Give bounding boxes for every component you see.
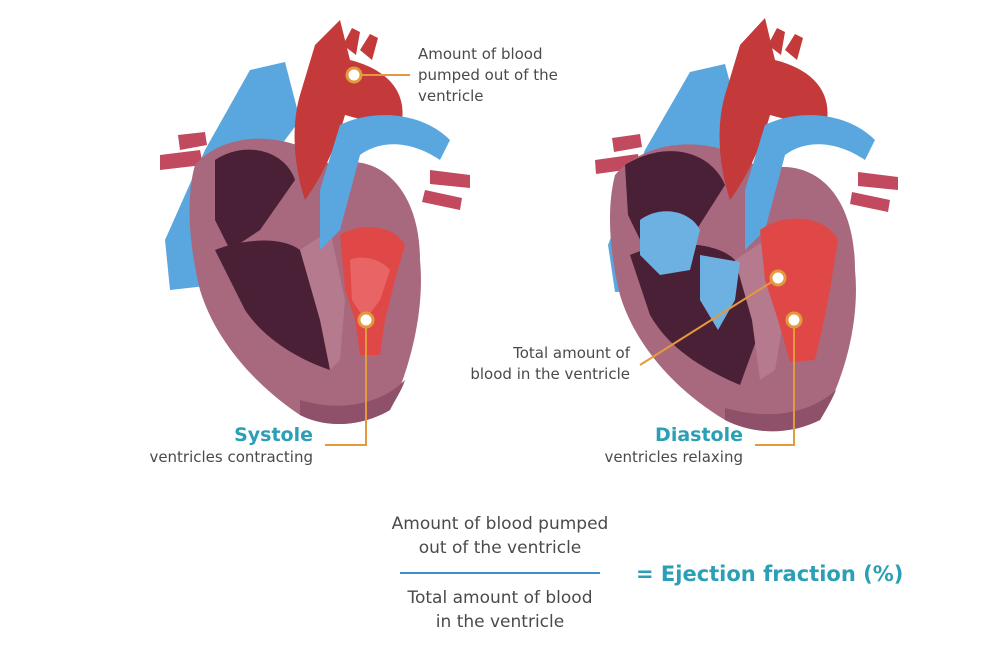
- systole-subtitle: ventricles contracting: [149, 448, 313, 466]
- systole-heart: [160, 20, 470, 425]
- diastole-title: Diastole: [655, 424, 743, 446]
- callout-total-line-2: blood in the ventricle: [470, 365, 630, 383]
- leader-total-amount: [639, 277, 779, 366]
- marker-diastole: [785, 311, 803, 329]
- callout-total-amount: Total amount of blood in the ventricle: [440, 343, 630, 385]
- marker-total-amount: [769, 269, 787, 287]
- numerator-line-1: Amount of blood pumped: [391, 514, 609, 534]
- numerator-line-2: out of the ventricle: [418, 538, 582, 558]
- callout-pumped-out-line-3: ventricle: [418, 87, 484, 105]
- systole-label: Systole ventricles contracting: [120, 423, 313, 468]
- formula-denominator: Total amount of blood in the ventricle: [360, 586, 640, 634]
- denominator-line-1: Total amount of blood: [407, 588, 593, 608]
- callout-pumped-out-line-1: Amount of blood: [418, 45, 543, 63]
- marker-points: [345, 66, 803, 329]
- denominator-line-2: in the ventricle: [435, 612, 565, 632]
- diastole-subtitle: ventricles relaxing: [604, 448, 743, 466]
- marker-systole: [357, 311, 375, 329]
- ejection-fraction-result: = Ejection fraction (%): [636, 562, 904, 586]
- systole-title: Systole: [234, 424, 313, 446]
- marker-pumped-out: [345, 66, 363, 84]
- leader-lines: [325, 74, 795, 446]
- callout-pumped-out: Amount of blood pumped out of the ventri…: [418, 44, 558, 107]
- callout-total-line-1: Total amount of: [513, 344, 630, 362]
- leader-systole: [325, 320, 367, 446]
- formula-numerator: Amount of blood pumped out of the ventri…: [360, 512, 640, 560]
- leader-diastole: [755, 320, 795, 446]
- diastole-heart: [595, 18, 898, 432]
- callout-pumped-out-line-2: pumped out of the: [418, 66, 558, 84]
- diastole-label: Diastole ventricles relaxing: [560, 423, 743, 468]
